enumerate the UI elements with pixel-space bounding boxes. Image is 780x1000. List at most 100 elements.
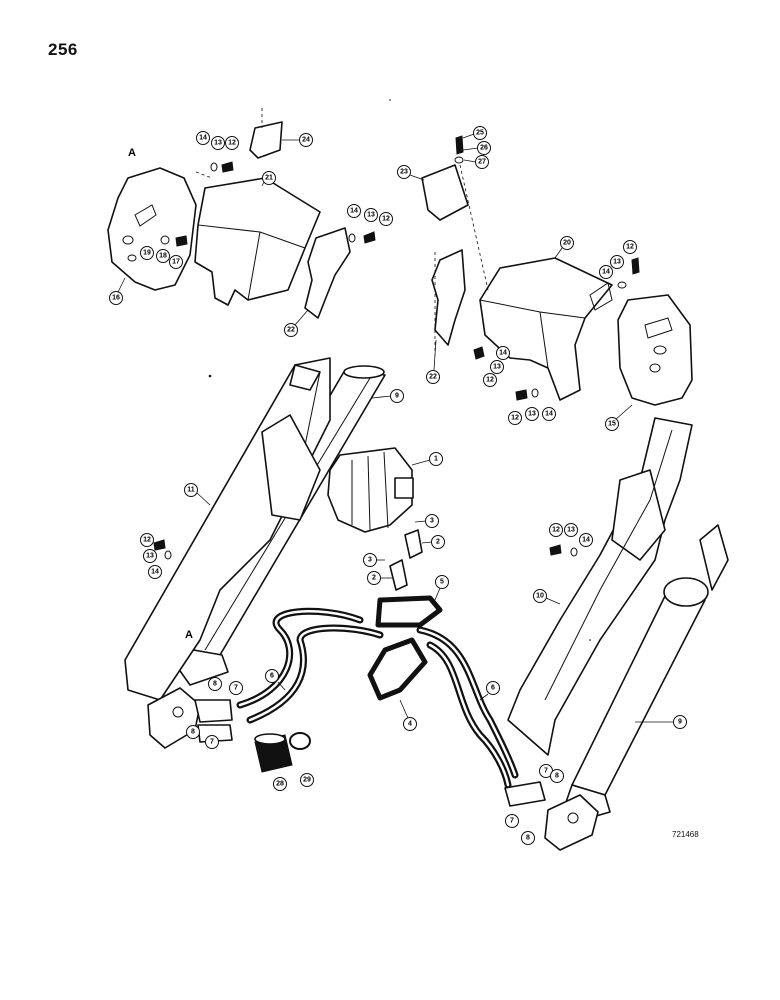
svg-text:23: 23 <box>400 169 408 176</box>
callout-2a: 2 <box>421 535 445 549</box>
callout-29: 29 <box>300 773 314 787</box>
svg-text:12: 12 <box>228 140 236 147</box>
svg-text:2: 2 <box>436 539 440 546</box>
svg-text:9: 9 <box>678 719 682 726</box>
svg-text:11: 11 <box>187 487 195 494</box>
callout-7b: 7 <box>205 735 219 749</box>
callout-7a: 7 <box>229 681 243 695</box>
callout-13e: 13 <box>525 407 539 421</box>
svg-text:4: 4 <box>408 721 412 728</box>
svg-text:3: 3 <box>430 518 434 525</box>
svg-text:14: 14 <box>582 537 590 544</box>
callout-23: 23 <box>397 165 425 181</box>
callout-14a: 14 <box>196 131 210 145</box>
callout-5: 5 <box>434 575 449 601</box>
cylinder-left-housing <box>124 357 331 701</box>
callout-14b: 14 <box>347 204 361 218</box>
callout-12c: 12 <box>623 240 637 254</box>
svg-text:10: 10 <box>536 593 544 600</box>
rod-end-right <box>544 794 599 851</box>
svg-text:5: 5 <box>440 579 444 586</box>
callout-11: 11 <box>184 483 211 506</box>
callout-13d: 13 <box>490 360 504 374</box>
drawing-id: 721468 <box>672 830 699 839</box>
svg-text:14: 14 <box>545 411 553 418</box>
side-plate-left <box>304 227 351 319</box>
callout-7d: 7 <box>505 814 519 828</box>
svg-text:13: 13 <box>613 259 621 266</box>
svg-text:13: 13 <box>367 212 375 219</box>
callout-14g: 14 <box>579 533 593 547</box>
callout-21: 21 <box>261 171 276 187</box>
callout-3b: 3 <box>363 553 385 567</box>
svg-text:21: 21 <box>265 175 273 182</box>
svg-text:3: 3 <box>368 557 372 564</box>
side-plate-right <box>431 249 466 346</box>
svg-text:6: 6 <box>270 673 274 680</box>
svg-text:14: 14 <box>602 269 610 276</box>
callout-12d: 12 <box>483 373 497 387</box>
callout-22a: 22 <box>284 309 309 337</box>
callout-17: 17 <box>169 255 183 269</box>
bracket-24 <box>249 121 283 159</box>
shield-plate-right <box>617 294 693 406</box>
callout-28: 28 <box>273 777 287 791</box>
elbow-fitting-left <box>194 699 233 723</box>
tube-assembly <box>367 595 443 701</box>
svg-text:13: 13 <box>528 411 536 418</box>
svg-text:6: 6 <box>491 685 495 692</box>
svg-text:18: 18 <box>159 253 167 260</box>
svg-text:22: 22 <box>287 327 295 334</box>
svg-text:14: 14 <box>350 208 358 215</box>
callout-6b: 6 <box>479 681 500 701</box>
svg-text:1: 1 <box>434 456 438 463</box>
callout-14e: 14 <box>542 407 556 421</box>
cylinder-right <box>564 524 729 823</box>
callout-25: 25 <box>462 126 487 140</box>
svg-text:7: 7 <box>510 818 514 825</box>
fitting-2a <box>404 529 423 559</box>
svg-text:2: 2 <box>372 575 376 582</box>
callout-8c: 8 <box>550 769 564 783</box>
svg-text:25: 25 <box>476 130 484 137</box>
callout-4: 4 <box>399 699 417 731</box>
bracket-23 <box>421 164 469 221</box>
callout-9b: 9 <box>635 715 687 729</box>
svg-text:12: 12 <box>626 244 634 251</box>
svg-text:13: 13 <box>493 364 501 371</box>
callout-19: 19 <box>140 246 154 260</box>
svg-text:13: 13 <box>214 140 222 147</box>
callout-20: 20 <box>554 236 574 259</box>
hoses-left <box>236 607 384 724</box>
guard-cover-left <box>194 177 321 306</box>
svg-text:26: 26 <box>480 145 488 152</box>
bushing <box>254 733 293 773</box>
svg-text:16: 16 <box>112 295 120 302</box>
svg-text:17: 17 <box>172 259 180 266</box>
guard-cover-right <box>479 257 613 401</box>
svg-text:7: 7 <box>234 685 238 692</box>
callout-12f: 12 <box>140 533 154 547</box>
callout-8a: 8 <box>208 677 222 691</box>
callout-12b: 12 <box>379 212 393 226</box>
page-number: 256 <box>48 40 78 59</box>
svg-text:29: 29 <box>303 777 311 784</box>
callout-27: 27 <box>463 155 489 169</box>
svg-text:7: 7 <box>544 768 548 775</box>
callout-14f: 14 <box>148 565 162 579</box>
svg-text:7: 7 <box>210 739 214 746</box>
callout-18: 18 <box>156 249 170 263</box>
callout-8d: 8 <box>521 831 535 845</box>
svg-text:8: 8 <box>526 835 530 842</box>
svg-text:22: 22 <box>429 374 437 381</box>
hardware-bolts <box>153 135 640 560</box>
callout-13f: 13 <box>143 549 157 563</box>
svg-text:9: 9 <box>395 393 399 400</box>
callout-13b: 13 <box>364 208 378 222</box>
hoses-right <box>416 626 519 789</box>
callout-1: 1 <box>411 452 443 466</box>
callout-2b: 2 <box>367 571 392 585</box>
svg-text:12: 12 <box>552 527 560 534</box>
callout-6a: 6 <box>265 669 286 691</box>
